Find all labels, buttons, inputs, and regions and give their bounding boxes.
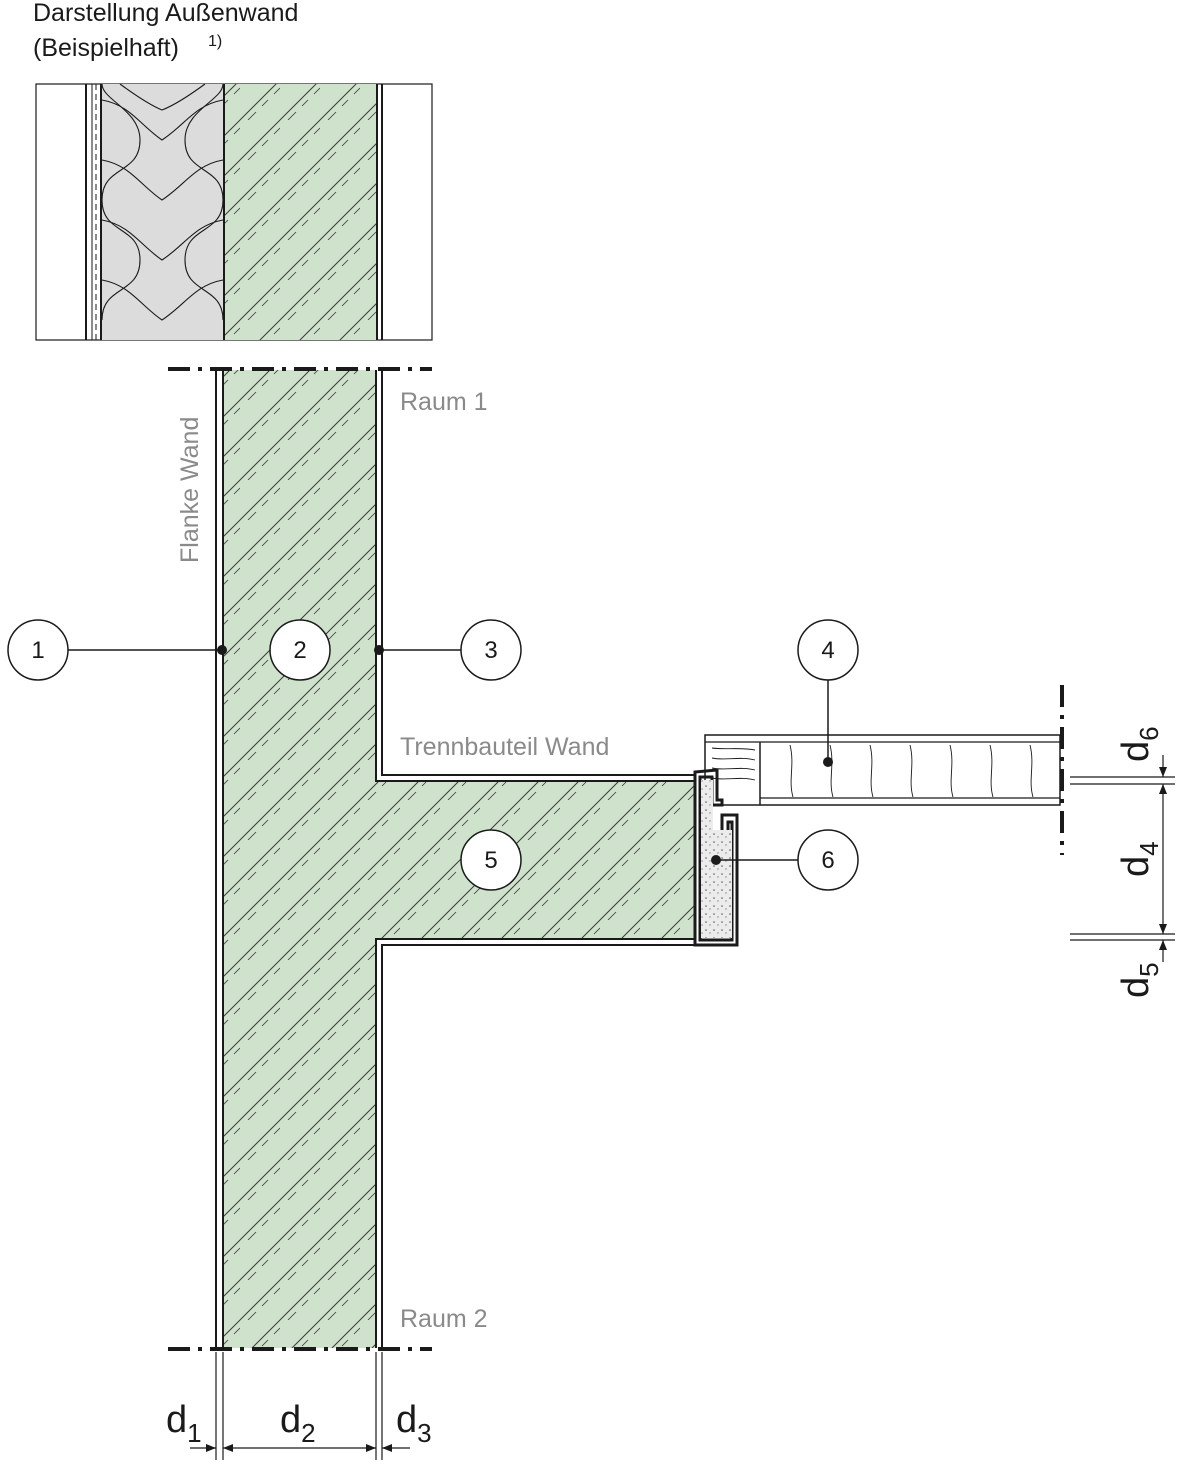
callout-4: 4	[797, 619, 859, 767]
dim-d4: d4	[1115, 841, 1164, 877]
masonry-layer	[224, 84, 377, 340]
insulation-layer	[102, 84, 223, 340]
exterior-wall-example	[35, 83, 433, 341]
callout-4-number: 4	[821, 637, 834, 664]
dim-d1: d1	[166, 1399, 202, 1448]
callout-6: 6	[711, 829, 859, 891]
title-footnote: 1)	[208, 33, 222, 50]
dim-d2: d2	[280, 1399, 316, 1448]
callout-3-number: 3	[484, 637, 497, 664]
door-frame	[693, 768, 739, 947]
door-leaf	[704, 734, 1061, 806]
title-line1: Darstellung Außenwand	[33, 0, 298, 27]
callout-3: 3	[374, 619, 522, 681]
separating-wall-label: Trennbauteil Wand	[400, 733, 609, 761]
dim-d5: d5	[1115, 962, 1164, 998]
insulation-pattern	[101, 83, 224, 321]
room1-label: Raum 1	[400, 388, 488, 416]
dimension-right	[1070, 755, 1175, 962]
flank-wall-label: Flanke Wand	[176, 417, 204, 563]
flank-wall-section	[215, 370, 696, 1348]
dim-d3: d3	[396, 1399, 432, 1448]
callout-2-number: 2	[293, 637, 306, 664]
dimension-bottom	[190, 1352, 410, 1460]
break-lines	[168, 367, 1064, 1351]
separating-wall-body	[376, 781, 695, 939]
callout-2: 2	[269, 619, 331, 681]
callout-1: 1	[7, 619, 227, 681]
room2-label: Raum 2	[400, 1305, 488, 1333]
callout-5-number: 5	[484, 847, 497, 874]
callout-1-number: 1	[31, 637, 44, 664]
dim-d6: d6	[1115, 726, 1164, 762]
callout-5: 5	[460, 829, 522, 891]
title-line2: (Beispielhaft)	[33, 34, 179, 62]
callout-6-number: 6	[821, 847, 834, 874]
